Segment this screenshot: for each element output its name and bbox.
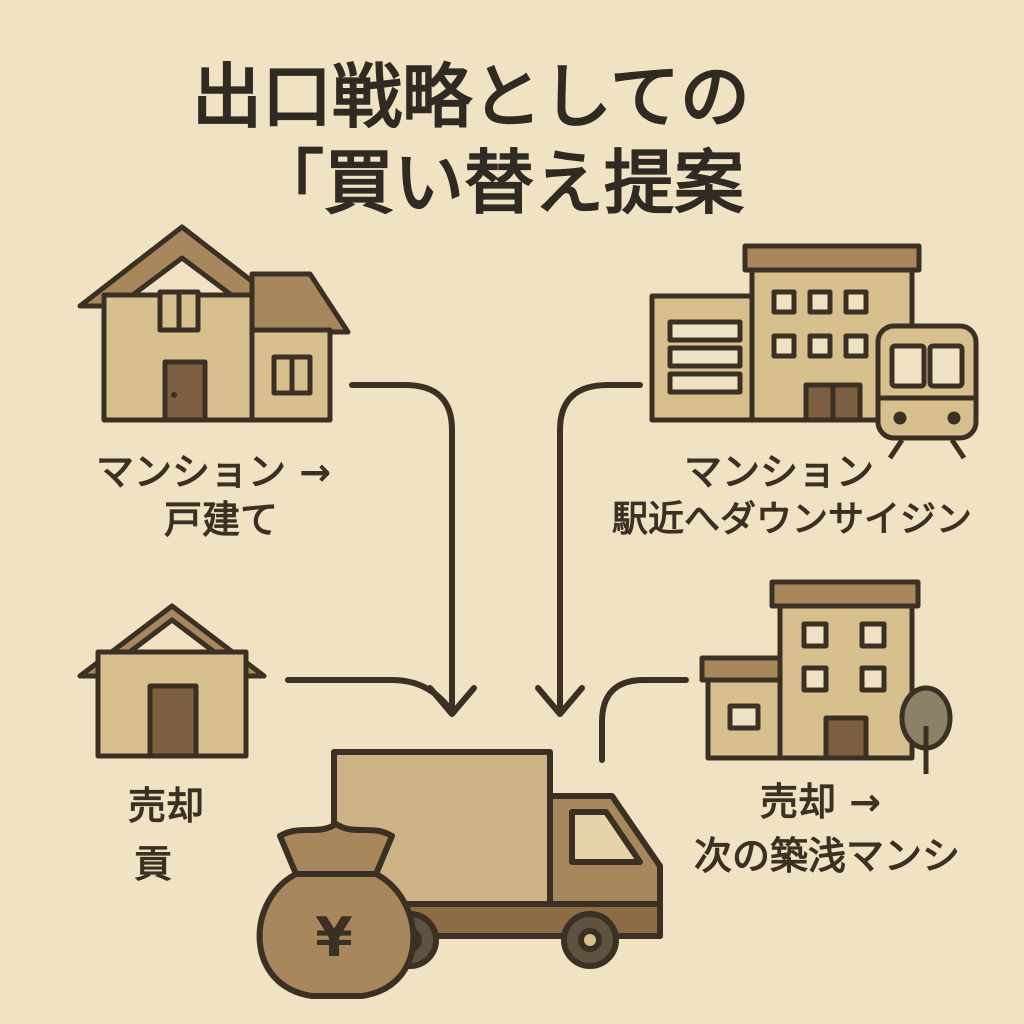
title-line-2: 「買い替え提案 (254, 142, 744, 224)
house-icon (77, 224, 351, 423)
small-house-label-line1: 売却 (128, 784, 205, 828)
door-knob (171, 392, 177, 398)
tree-icon (899, 685, 953, 774)
train-icon (875, 323, 979, 460)
small-house-icon (77, 603, 267, 759)
station-label-line1: マンション (684, 450, 875, 494)
house-label-line1: マンション → (96, 450, 332, 494)
small-house-label-line2: 貢 (134, 842, 173, 886)
arrow-small-house-to-truck (285, 677, 455, 715)
arrow-station-to-truck (535, 382, 643, 717)
money-bag-icon (256, 821, 417, 999)
apartment-label-line1: 売却 → (760, 780, 882, 824)
arrow-house-to-truck (349, 382, 477, 717)
station-label-line2: 駅近へダウンサイジン (612, 499, 973, 540)
title-line-1: 出口戦略としての (192, 56, 750, 138)
money-bag-symbol: ¥ (315, 906, 353, 969)
connector-building (599, 677, 689, 763)
apartment-label-line2: 次の築浅マンシ (694, 834, 961, 878)
house-label-line2: 戸建て (164, 498, 279, 542)
building-icon (699, 579, 921, 761)
